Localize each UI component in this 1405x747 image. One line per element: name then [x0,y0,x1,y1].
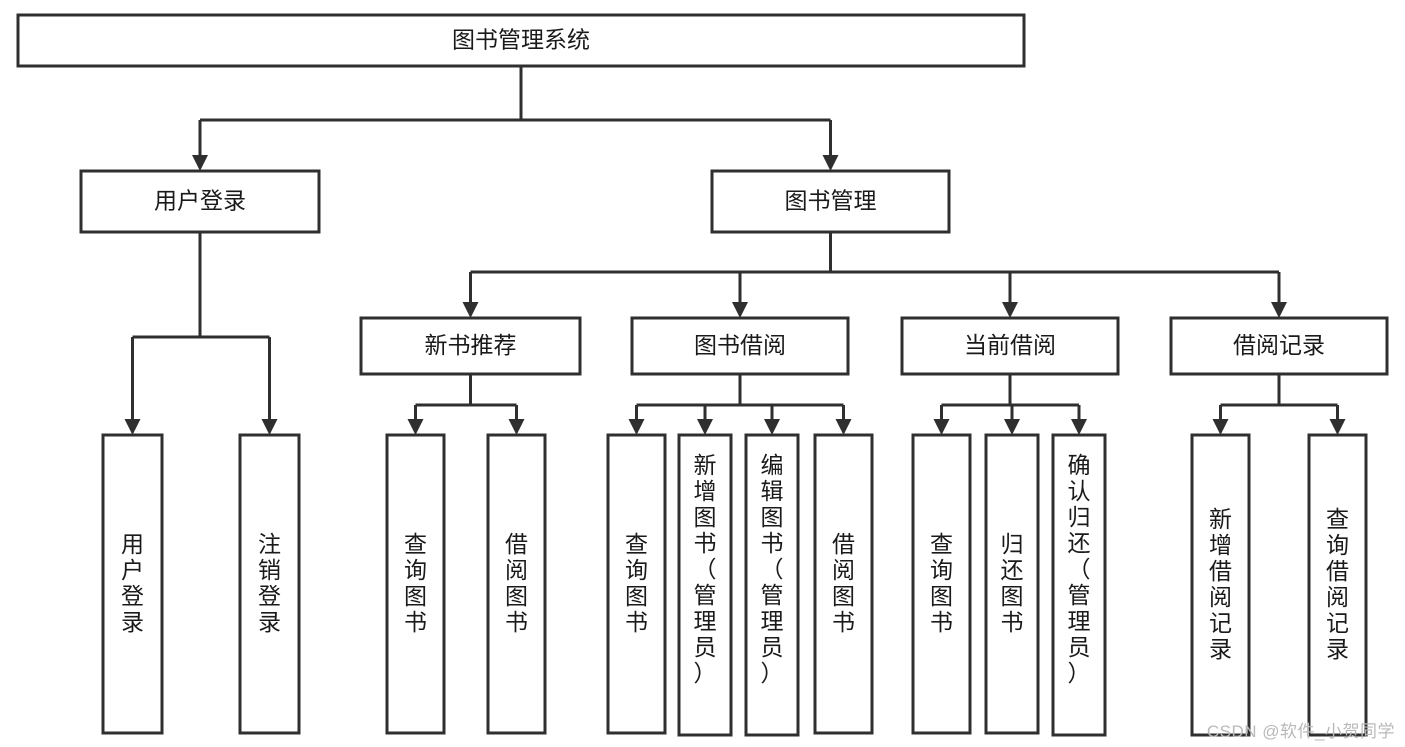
node-label-root: 图书管理系统 [452,27,590,53]
node-box-leaf-confirm-return-admin [1051,433,1107,737]
node-label-borrow-record: 借阅记录 [1233,332,1325,358]
arrow-head-icon [764,419,780,435]
arrow-head-icon [697,419,713,435]
node-box-leaf-borrow-book [813,433,874,735]
node-user-login[interactable]: 用户登录 [79,169,321,234]
node-leaf-logout-login[interactable]: 注销登录 [238,433,301,735]
node-label-leaf-borrow-book-recommend: 借阅图书 [505,531,528,635]
node-box-borrow-record [1169,316,1389,376]
arrow-head-icon [933,419,950,435]
arrow-head-icon [1071,419,1087,435]
node-label-leaf-add-borrow-record: 新增借阅记录 [1209,506,1232,662]
node-box-leaf-edit-book-admin [744,433,800,737]
node-leaf-borrow-book[interactable]: 借阅图书 [813,433,874,735]
node-label-leaf-add-book-admin: 新增图书（管理员） [694,452,717,686]
arrow-head-icon [1212,419,1229,435]
arrow-head-icon [1271,302,1287,318]
node-label-book-borrow: 图书借阅 [694,332,786,358]
node-leaf-user-login[interactable]: 用户登录 [101,433,164,735]
node-label-leaf-user-login: 用户登录 [121,531,144,635]
node-label-new-book-recommend: 新书推荐 [425,332,517,358]
node-label-user-login: 用户登录 [154,188,246,214]
node-box-root [16,13,1026,68]
node-label-leaf-return-book: 归还图书 [1001,531,1024,635]
node-label-leaf-borrow-book: 借阅图书 [832,531,855,635]
arrow-head-icon [1004,419,1020,435]
node-label-leaf-query-book-current: 查询图书 [930,531,953,635]
node-box-leaf-add-borrow-record [1190,433,1251,737]
node-leaf-query-book-borrow[interactable]: 查询图书 [606,433,667,735]
arrow-head-icon [835,419,852,435]
nodes-layer: 图书管理系统用户登录图书管理新书推荐图书借阅当前借阅借阅记录用户登录注销登录查询… [16,13,1389,737]
node-box-leaf-query-book-current [911,433,972,735]
node-leaf-query-book-current[interactable]: 查询图书 [911,433,972,735]
arrow-head-icon [822,155,839,171]
arrow-head-icon [1002,302,1018,318]
node-label-leaf-query-book-borrow: 查询图书 [625,531,648,635]
node-label-current-borrow: 当前借阅 [964,332,1056,358]
node-box-leaf-logout-login [238,433,301,735]
connector-edges-layer [124,66,1346,435]
node-label-leaf-logout-login: 注销登录 [258,531,281,635]
node-current-borrow[interactable]: 当前借阅 [900,316,1120,376]
node-box-leaf-query-book-recommend [385,433,446,735]
node-box-book-borrow [630,316,850,376]
arrow-head-icon [192,155,208,171]
node-box-leaf-add-book-admin [677,433,733,737]
node-new-book-recommend[interactable]: 新书推荐 [359,316,582,376]
arrow-head-icon [124,419,141,435]
csdn-watermark: CSDN @软件_小贺同学 [1206,722,1395,741]
node-label-leaf-confirm-return-admin: 确认归还（管理员） [1068,452,1091,686]
node-box-current-borrow [900,316,1120,376]
node-borrow-record[interactable]: 借阅记录 [1169,316,1389,376]
node-label-leaf-query-borrow-record: 查询借阅记录 [1326,506,1349,662]
arrow-head-icon [462,302,479,318]
arrow-head-icon [628,419,645,435]
node-label-leaf-query-book-recommend: 查询图书 [404,531,427,635]
node-box-leaf-query-borrow-record [1307,433,1368,737]
node-box-leaf-user-login [101,433,164,735]
node-leaf-add-book-admin[interactable]: 新增图书（管理员） [677,433,733,737]
node-leaf-query-book-recommend[interactable]: 查询图书 [385,433,446,735]
node-leaf-borrow-book-recommend[interactable]: 借阅图书 [486,433,547,735]
arrow-head-icon [1329,419,1346,435]
arrow-head-icon [732,302,748,318]
arrow-head-icon [508,419,525,435]
node-label-book-management: 图书管理 [785,188,877,214]
arrow-head-icon [407,419,424,435]
node-leaf-confirm-return-admin[interactable]: 确认归还（管理员） [1051,433,1107,737]
node-leaf-add-borrow-record[interactable]: 新增借阅记录 [1190,433,1251,737]
node-root[interactable]: 图书管理系统 [16,13,1026,68]
node-box-new-book-recommend [359,316,582,376]
node-label-leaf-edit-book-admin: 编辑图书（管理员） [761,452,784,686]
node-box-leaf-return-book [984,433,1040,735]
node-box-leaf-borrow-book-recommend [486,433,547,735]
node-leaf-query-borrow-record[interactable]: 查询借阅记录 [1307,433,1368,737]
node-book-management[interactable]: 图书管理 [710,169,951,234]
node-leaf-edit-book-admin[interactable]: 编辑图书（管理员） [744,433,800,737]
node-leaf-return-book[interactable]: 归还图书 [984,433,1040,735]
node-box-user-login [79,169,321,234]
node-book-borrow[interactable]: 图书借阅 [630,316,850,376]
arrow-head-icon [261,419,278,435]
node-box-book-management [710,169,951,234]
node-box-leaf-query-book-borrow [606,433,667,735]
